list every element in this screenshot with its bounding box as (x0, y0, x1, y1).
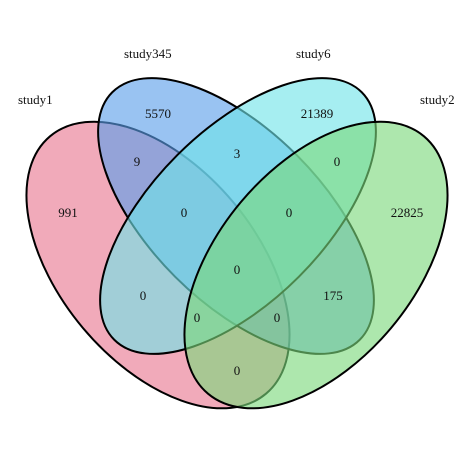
count-only-study345: 5570 (145, 106, 171, 121)
count-study345-study6: 3 (234, 146, 241, 161)
set-shapes (25, 77, 449, 410)
count-only-study2: 22825 (391, 205, 424, 220)
count-study345-study6-study2: 0 (286, 205, 293, 220)
count-study1-study6-study2: 0 (194, 310, 201, 325)
count-all-four: 0 (234, 262, 241, 277)
count-study6-study2: 0 (334, 154, 341, 169)
count-study345-study2: 175 (323, 288, 343, 303)
count-study1-study345: 9 (134, 154, 141, 169)
ellipse-study2 (183, 120, 449, 410)
set-label-study2: study2 (420, 92, 455, 107)
count-study1-study345-study2: 0 (274, 310, 281, 325)
set-label-study1: study1 (18, 92, 53, 107)
set-label-study6: study6 (296, 46, 331, 61)
count-only-study1: 991 (58, 205, 78, 220)
count-only-study6: 21389 (301, 106, 334, 121)
count-study1-study345-study6: 0 (181, 205, 188, 220)
set-label-study345: study345 (124, 46, 172, 61)
region-counts: 5570 21389 3 9 0 991 0 0 22825 0 0 175 0… (58, 106, 423, 378)
count-study1-study2: 0 (234, 363, 241, 378)
set-labels: study1 study345 study6 study2 (18, 46, 455, 107)
count-study1-study6: 0 (140, 288, 147, 303)
